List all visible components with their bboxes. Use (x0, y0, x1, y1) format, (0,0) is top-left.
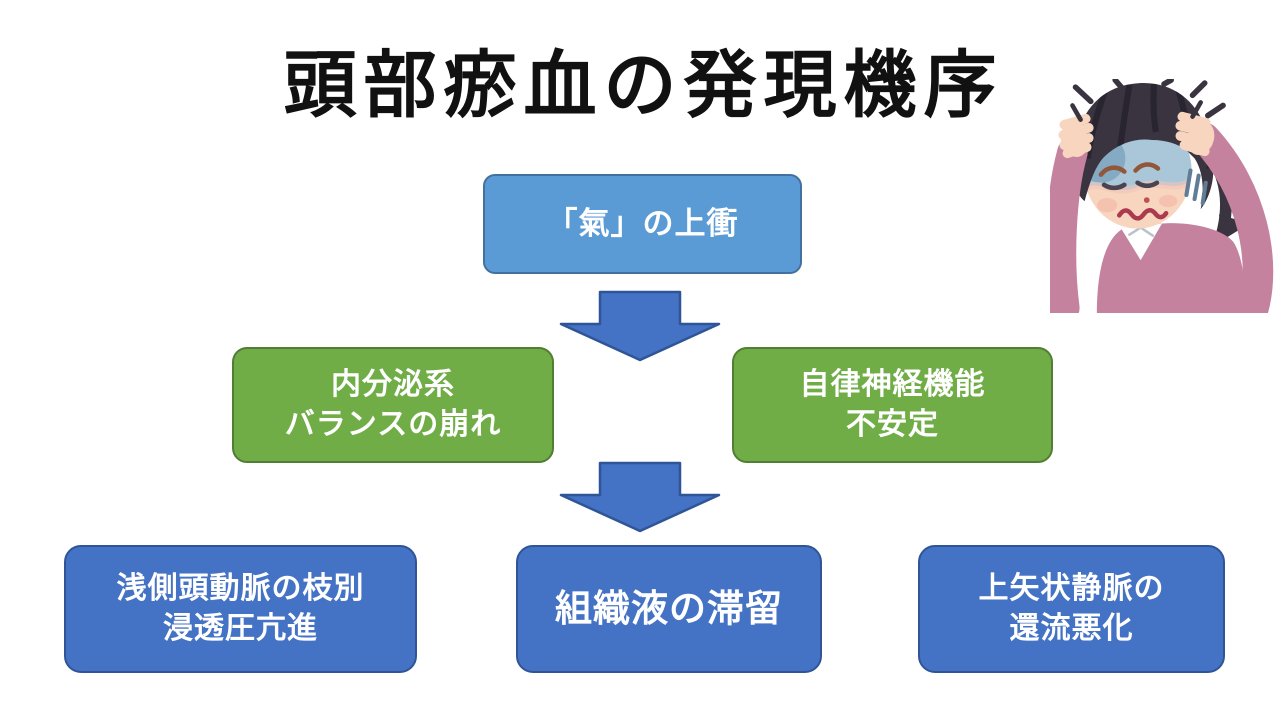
down-block-arrow-icon (559, 290, 721, 362)
flow-box-label: 内分泌系 バランスの崩れ (284, 368, 502, 441)
flow-box-ki-surge: 「氣」の上衝 (483, 174, 802, 274)
flow-box-sagittal-sinus: 上矢状静脈の 還流悪化 (918, 545, 1225, 673)
flow-box-label: 浅側頭動脈の枝別 浸透圧亢進 (116, 572, 365, 645)
flow-box-label: 「氣」の上衝 (546, 205, 739, 241)
flow-box-label: 自律神経機能 不安定 (799, 368, 986, 441)
flow-box-autonomic: 自律神経機能 不安定 (732, 347, 1053, 463)
page-title: 頭部瘀血の発現機序 (283, 45, 1004, 126)
flow-box-endocrine: 内分泌系 バランスの崩れ (232, 347, 554, 463)
flow-box-tissue-fluid: 組織液の滞留 (516, 545, 822, 673)
down-block-arrow-icon (559, 461, 721, 533)
flow-box-temporal-artery: 浅側頭動脈の枝別 浸透圧亢進 (64, 545, 417, 673)
flow-box-label: 組織液の滞留 (555, 587, 783, 629)
flow-box-label: 上矢状静脈の 還流悪化 (978, 572, 1165, 645)
headache-woman-illustration (1050, 79, 1274, 313)
